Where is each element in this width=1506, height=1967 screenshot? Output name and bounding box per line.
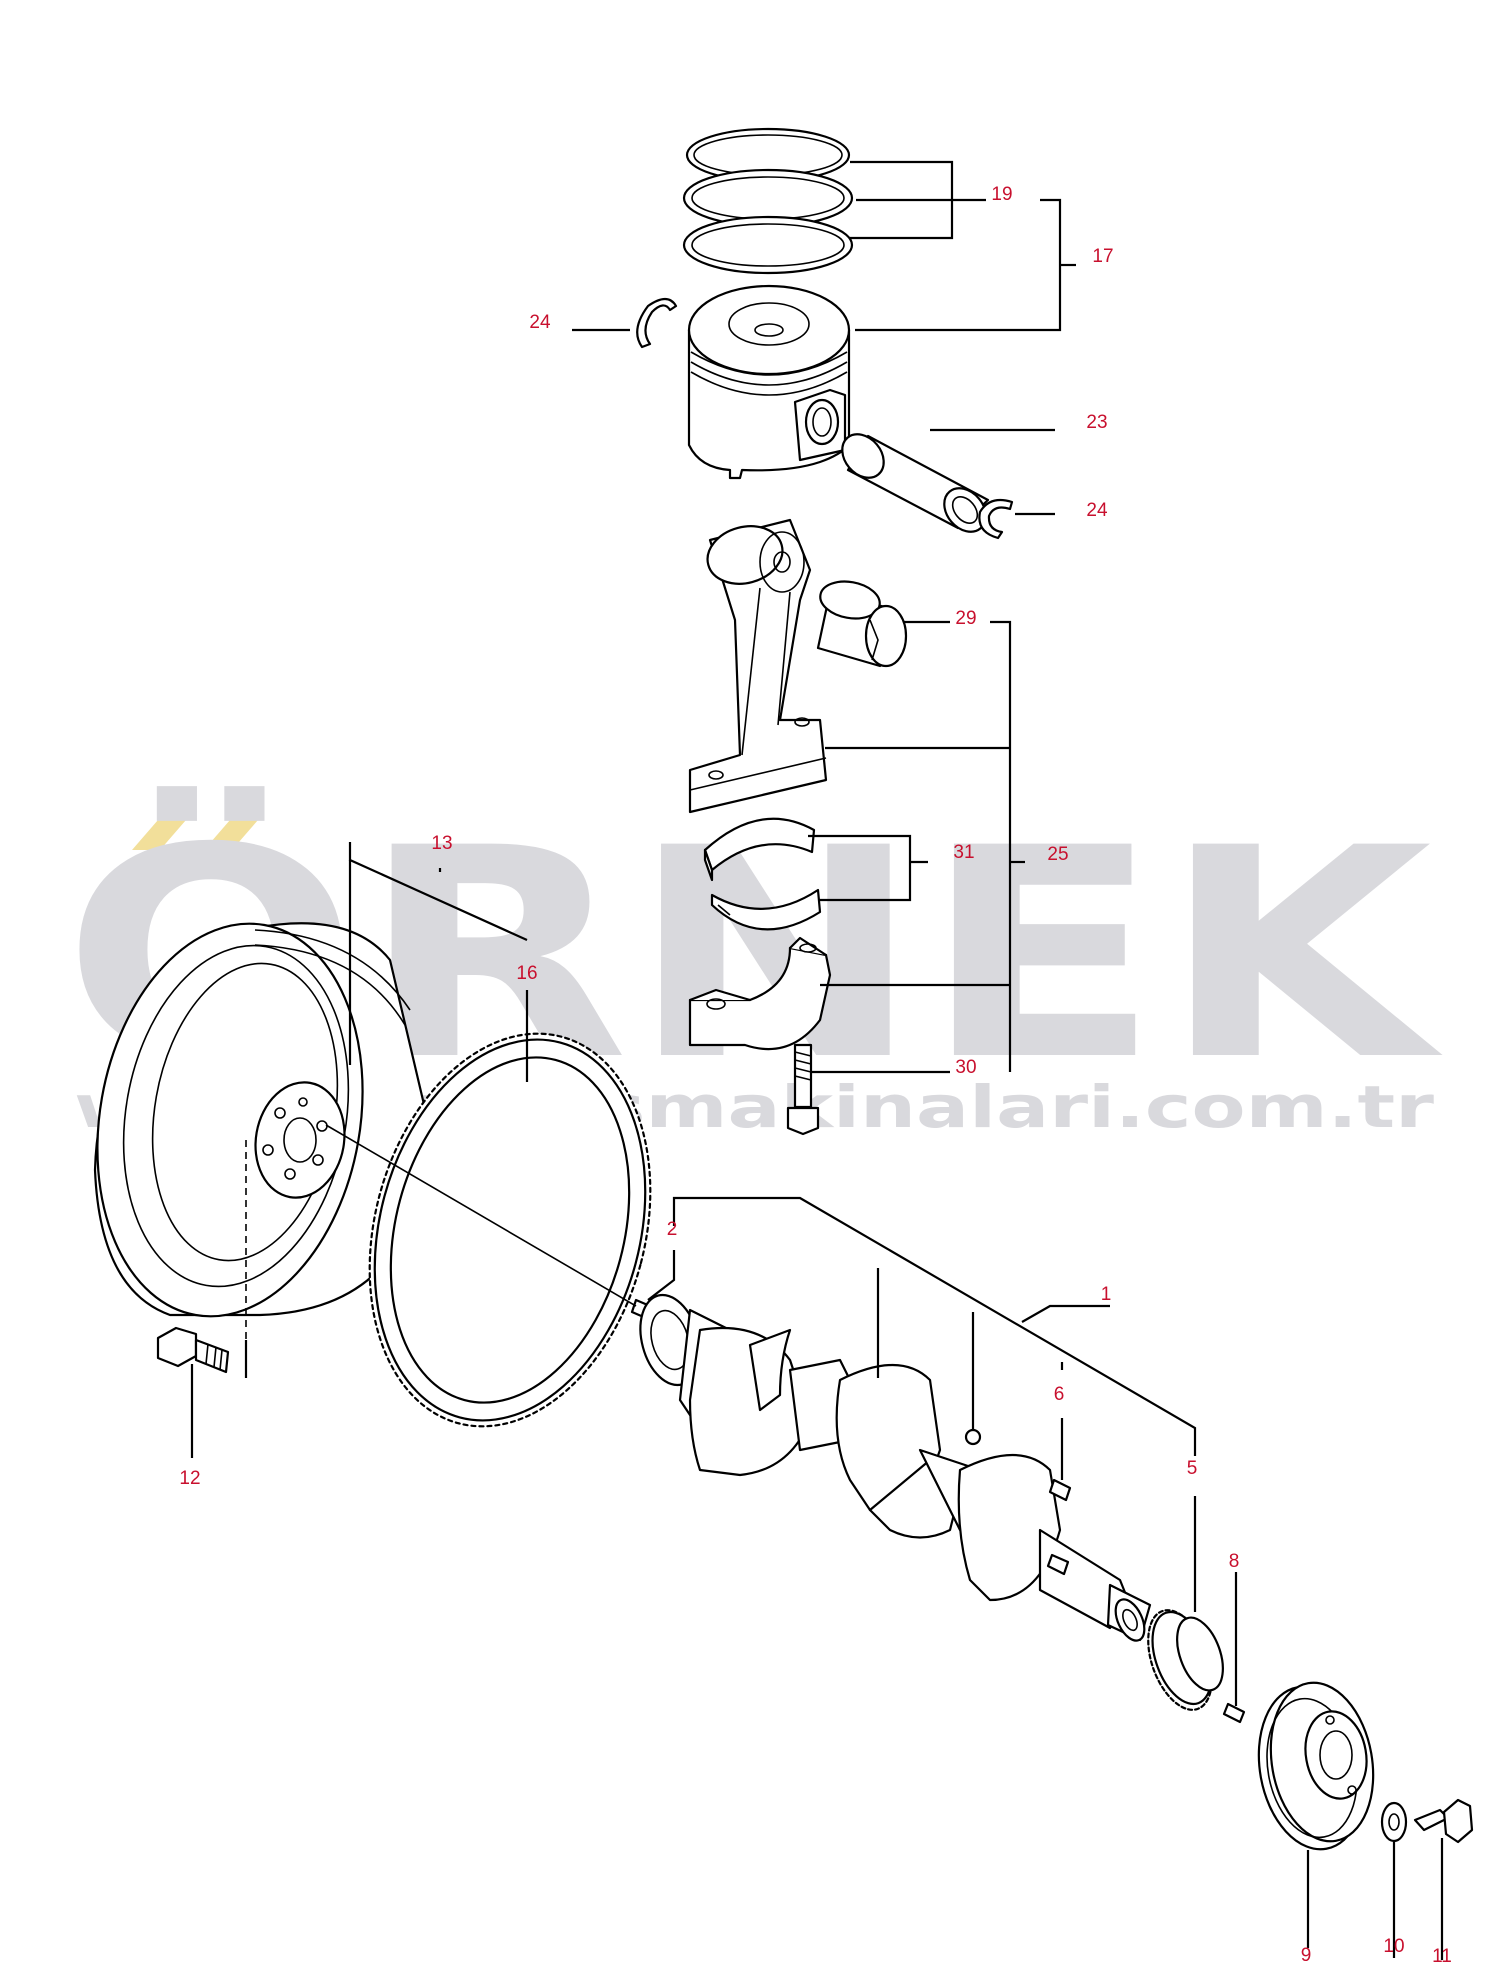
piston	[687, 284, 851, 480]
callout-2: 2	[667, 1219, 678, 1240]
callout-6: 6	[1054, 1384, 1065, 1405]
callout-25: 25	[1047, 844, 1068, 865]
callout-13: 13	[431, 833, 452, 854]
callout-30: 30	[955, 1057, 976, 1078]
connecting-rod-cap	[688, 936, 832, 1051]
circlip-left	[636, 297, 678, 349]
callout-12: 12	[179, 1468, 200, 1489]
callout-17: 17	[1092, 246, 1113, 267]
crankshaft-pulley	[1257, 1681, 1375, 1851]
callout-labels: 19 17 24 23 24 29 31 25 30 13 16 2 1 6 5…	[179, 184, 1451, 1967]
callout-24-left: 24	[529, 312, 551, 333]
ring-gear	[368, 1032, 652, 1428]
callout-5: 5	[1187, 1458, 1198, 1479]
callout-19: 19	[991, 184, 1012, 205]
watermark-accent-right	[204, 820, 258, 850]
washer	[1380, 1801, 1408, 1843]
small-end-bush	[816, 580, 908, 668]
connecting-rod-bolt	[786, 1043, 820, 1136]
leader-lines	[190, 160, 1444, 1960]
flywheel	[93, 922, 432, 1378]
connecting-rod	[688, 518, 828, 814]
key-pin	[1222, 1702, 1246, 1724]
callout-29: 29	[955, 608, 976, 629]
callout-31: 31	[953, 842, 974, 863]
callout-8: 8	[1229, 1551, 1240, 1572]
piston-pin	[841, 433, 990, 533]
callout-1: 1	[1101, 1284, 1112, 1305]
callout-11: 11	[1432, 1946, 1452, 1967]
bearing-shells	[703, 817, 822, 931]
crankshaft-gear	[1147, 1609, 1224, 1711]
watermark-accent-left	[132, 820, 186, 850]
callout-24-right: 24	[1086, 500, 1108, 521]
flywheel-bolt	[156, 1326, 230, 1374]
pulley-bolt	[1413, 1798, 1474, 1844]
circlip-right	[978, 498, 1014, 540]
crankshaft	[639, 1293, 1152, 1642]
callout-16: 16	[516, 963, 537, 984]
callout-9: 9	[1301, 1945, 1312, 1966]
callout-23: 23	[1086, 412, 1107, 433]
callout-10: 10	[1383, 1936, 1404, 1957]
piston-rings	[682, 127, 854, 275]
